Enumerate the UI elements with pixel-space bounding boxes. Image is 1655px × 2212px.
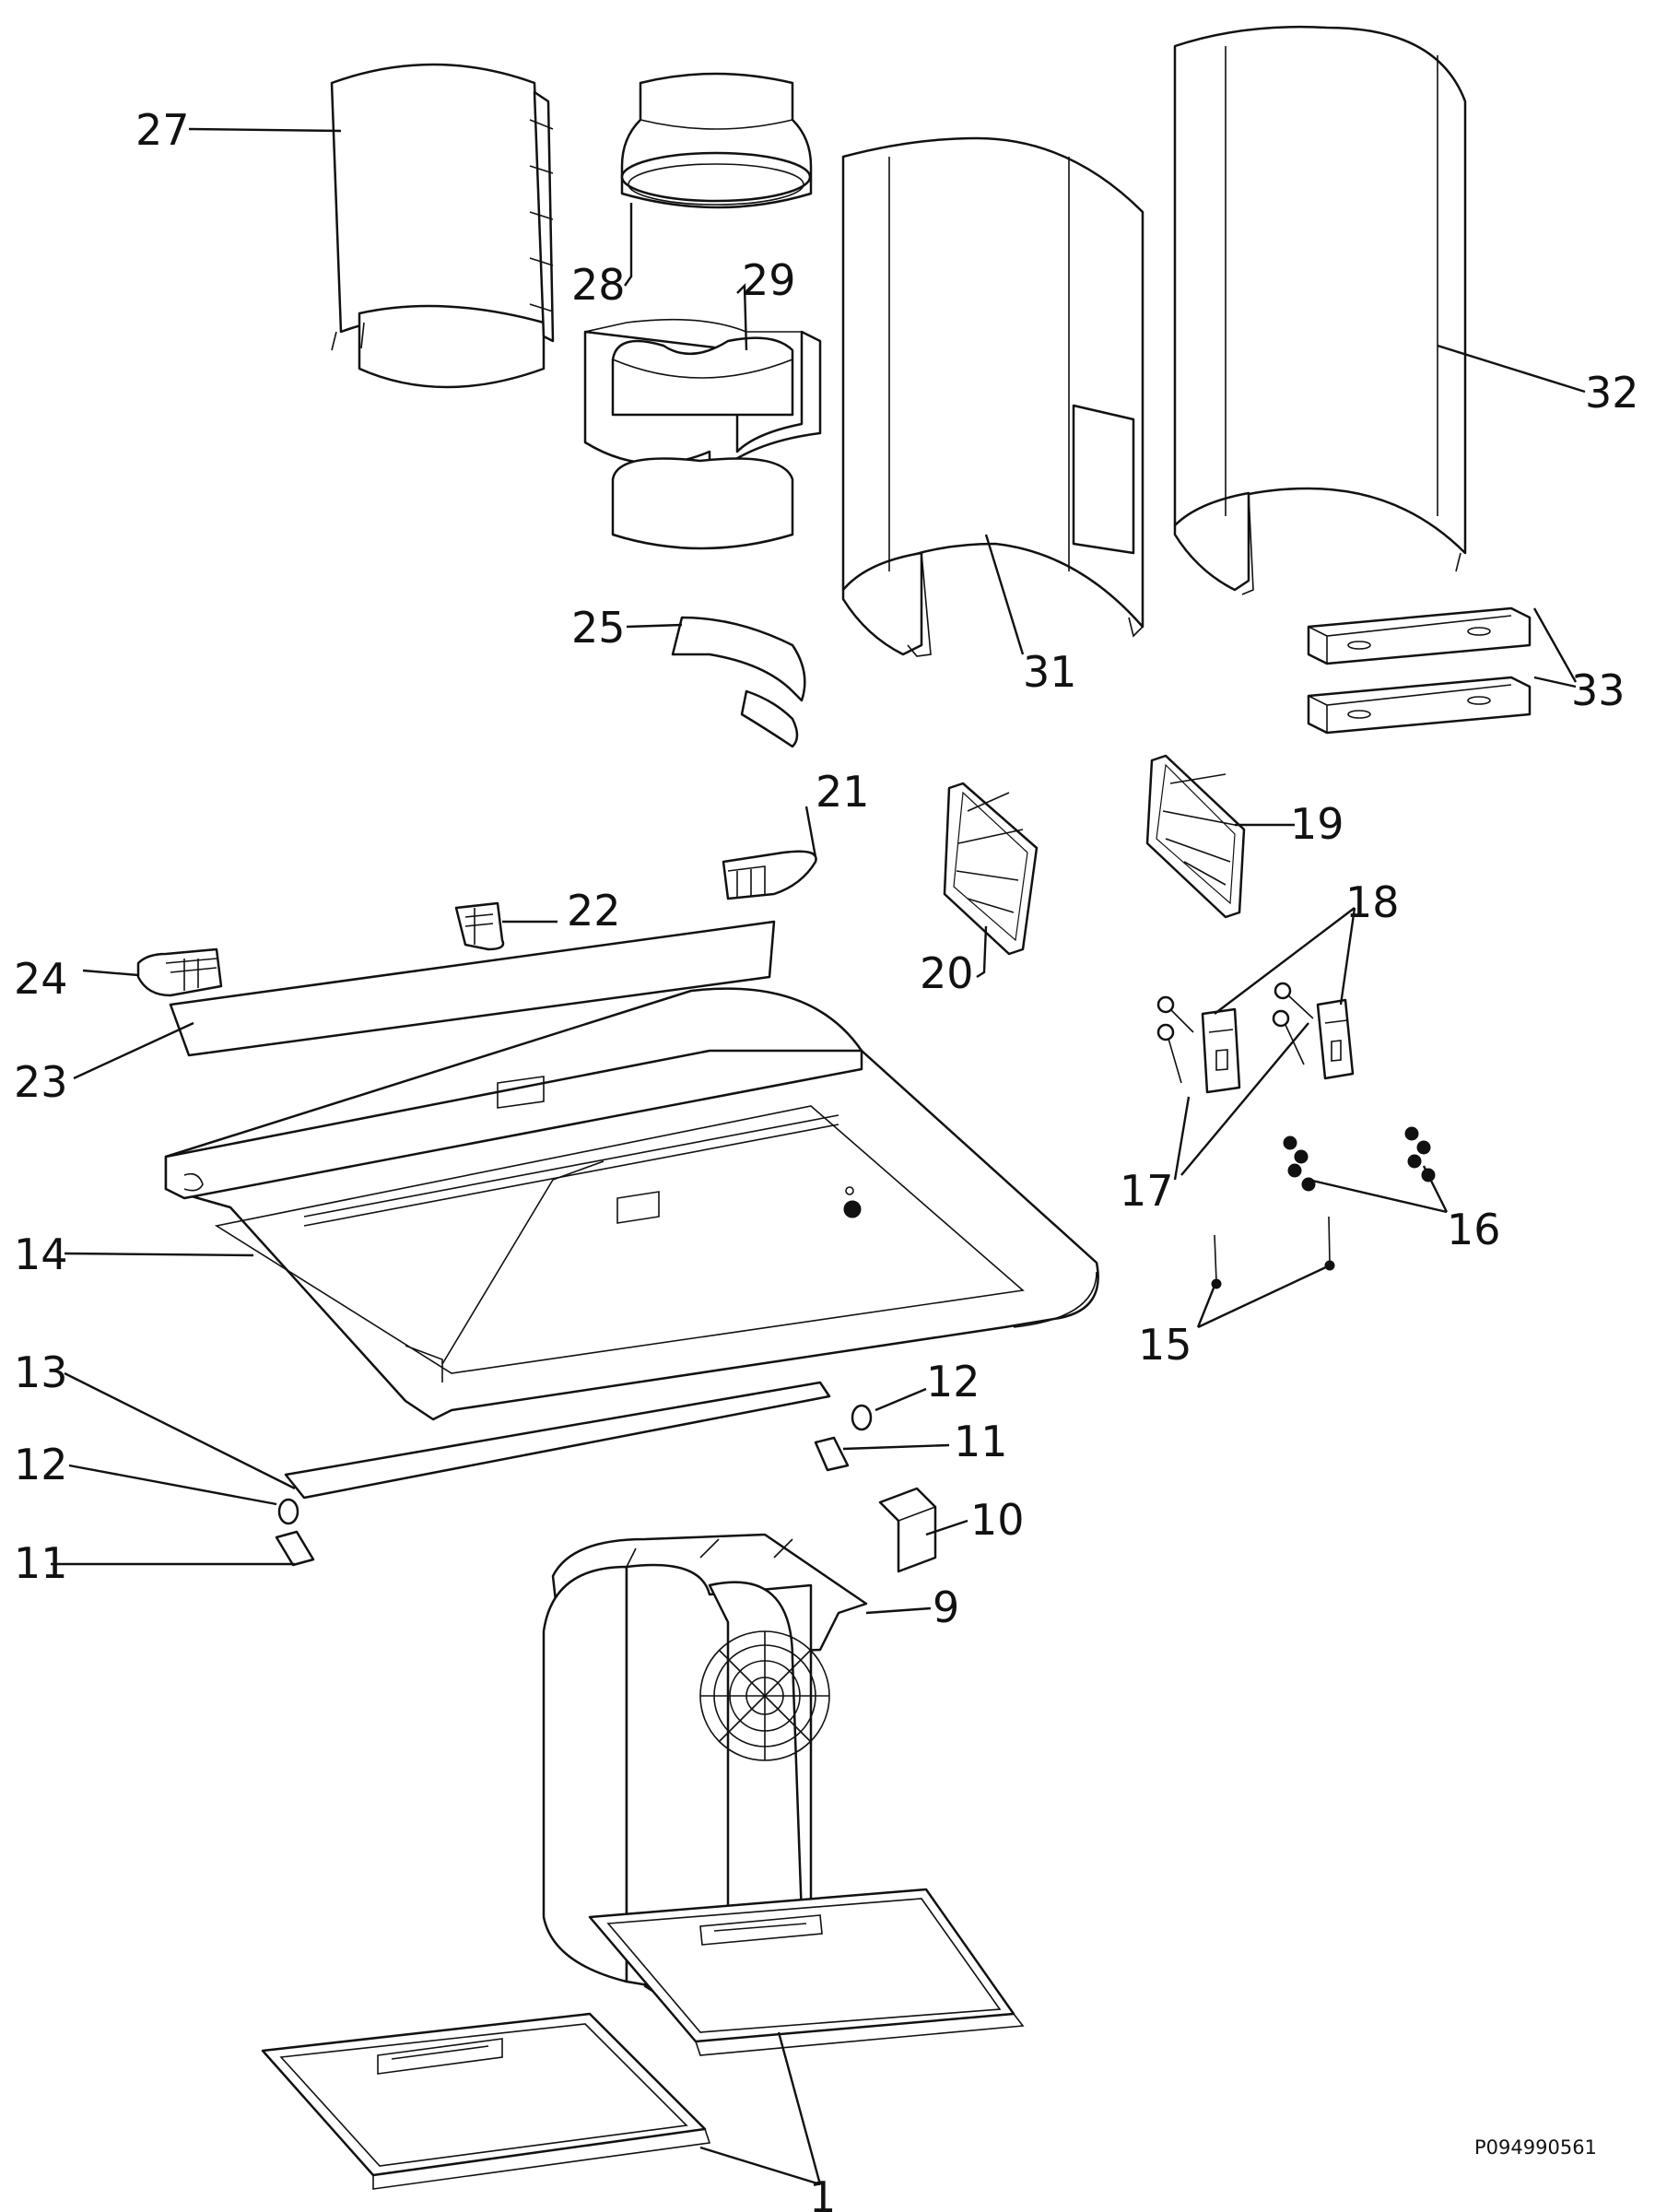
label-17: 17 (1120, 1166, 1174, 1216)
label-12-left: 12 (14, 1440, 68, 1489)
label-29: 29 (742, 255, 796, 305)
label-11-right: 11 (954, 1417, 1008, 1466)
part-21-lamp-fixture (722, 850, 817, 900)
part-29-outlet-connector (583, 318, 822, 550)
part-15-pins (1211, 1216, 1335, 1289)
label-9: 9 (933, 1583, 959, 1632)
label-13: 13 (14, 1347, 68, 1397)
label-22: 22 (567, 886, 621, 935)
part-23-front-strip (169, 920, 776, 1057)
part-9-blower-motor (542, 1533, 868, 2011)
label-33: 33 (1571, 665, 1626, 715)
label-19: 19 (1290, 799, 1344, 849)
part-22-clip (454, 901, 505, 951)
part-33-brackets (1307, 606, 1532, 735)
label-1: 1 (809, 2172, 836, 2212)
part-28-ring-adapter (620, 72, 813, 209)
part-12-cap-left (277, 1498, 299, 1525)
label-32: 32 (1585, 368, 1639, 418)
label-27: 27 (135, 105, 190, 155)
label-20: 20 (920, 948, 974, 998)
part-20-filter (943, 782, 1039, 956)
label-12-right: 12 (926, 1357, 980, 1406)
leader-lines (51, 127, 1586, 2186)
label-23: 23 (14, 1057, 68, 1107)
part-32-upper-chimney-cover (1173, 25, 1467, 595)
part-18-hanger-left (1201, 1007, 1241, 1094)
part-14-hood-body (164, 987, 1099, 1421)
label-28: 28 (571, 260, 626, 310)
label-11-left: 11 (14, 1538, 68, 1588)
label-25: 25 (571, 603, 626, 653)
part-19-filter (1145, 754, 1246, 919)
part-10-angle-bracket (878, 1487, 937, 1573)
part-16-bolts (1283, 1126, 1436, 1192)
label-21: 21 (816, 767, 870, 817)
part-11-clip-left (275, 1530, 315, 1567)
part-12-cap-right (851, 1404, 873, 1431)
callout-labels: 27 28 29 32 25 31 33 21 19 18 22 24 20 2… (14, 105, 1639, 2212)
label-24: 24 (14, 954, 68, 1004)
part-11-clip-right (814, 1436, 850, 1472)
part-18-hanger-right (1316, 998, 1355, 1080)
label-14: 14 (14, 1230, 68, 1279)
part-27-chimney-tube (330, 63, 555, 389)
part-24-lamp-fixture (136, 947, 223, 997)
part-31-chimney-cover (841, 136, 1144, 657)
label-31: 31 (1023, 647, 1077, 697)
label-10: 10 (970, 1495, 1025, 1545)
part-1-grease-filter-right (588, 1888, 1025, 2056)
part-1-grease-filter-left (261, 2012, 711, 2190)
label-16: 16 (1447, 1205, 1501, 1254)
label-15: 15 (1138, 1320, 1192, 1370)
drawing-code: P094990561 (1474, 2136, 1597, 2159)
part-13-lower-strip (284, 1381, 831, 1500)
part-25-deflector (671, 616, 806, 748)
label-18: 18 (1345, 877, 1400, 927)
part-17-screws (1156, 982, 1314, 1084)
